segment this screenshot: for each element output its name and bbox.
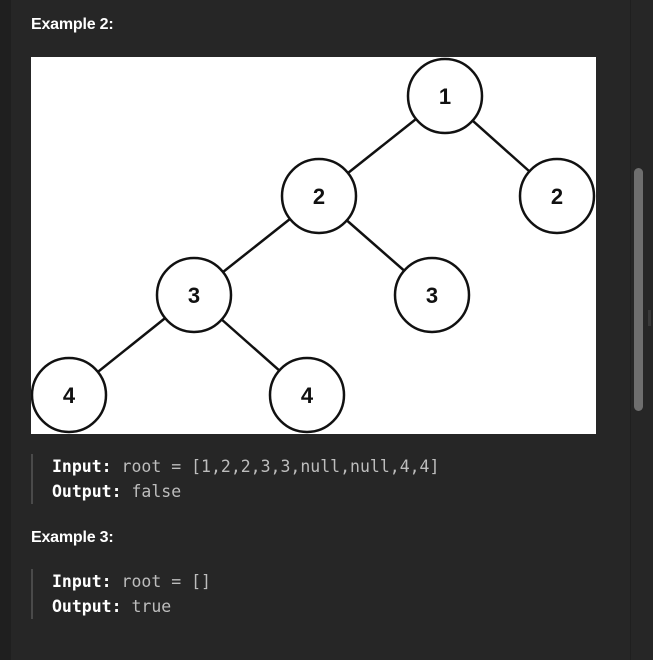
tree-node-label: 4 (63, 383, 76, 408)
binary-tree-diagram: 1 2 2 3 3 4 4 (31, 57, 596, 434)
tree-node-label: 3 (426, 283, 438, 308)
output-value: true (131, 597, 172, 616)
tree-node-label: 3 (188, 283, 200, 308)
input-label: Input: (52, 572, 112, 591)
tree-node-label: 4 (301, 383, 314, 408)
input-value: root = [1,2,2,3,3,null,null,4,4] (121, 457, 440, 476)
tree-node: 3 (155, 256, 233, 334)
binary-tree-image: 1 2 2 3 3 4 4 (31, 57, 596, 434)
output-label: Output: (52, 597, 122, 616)
example-3-code-block: Input: root = [] Output: true (31, 569, 211, 619)
tree-node: 2 (518, 157, 596, 235)
output-label: Output: (52, 482, 122, 501)
tree-node: 3 (393, 256, 471, 334)
tree-node-label: 2 (551, 184, 563, 209)
input-value: root = [] (121, 572, 211, 591)
example-3-heading: Example 3: (31, 529, 114, 546)
input-label: Input: (52, 457, 112, 476)
tree-node: 1 (406, 57, 484, 135)
tree-node-label: 2 (313, 184, 325, 209)
output-value: false (131, 482, 182, 501)
example-2-code-block: Input: root = [1,2,2,3,3,null,null,4,4] … (31, 454, 439, 504)
tree-node: 4 (31, 356, 108, 434)
tree-node: 2 (280, 157, 358, 235)
scrollbar-thumb[interactable] (634, 168, 643, 411)
tree-node: 4 (268, 356, 346, 434)
tree-node-label: 1 (439, 84, 451, 109)
panel-resize-handle[interactable] (648, 310, 651, 326)
example-2-heading: Example 2: (31, 16, 114, 33)
